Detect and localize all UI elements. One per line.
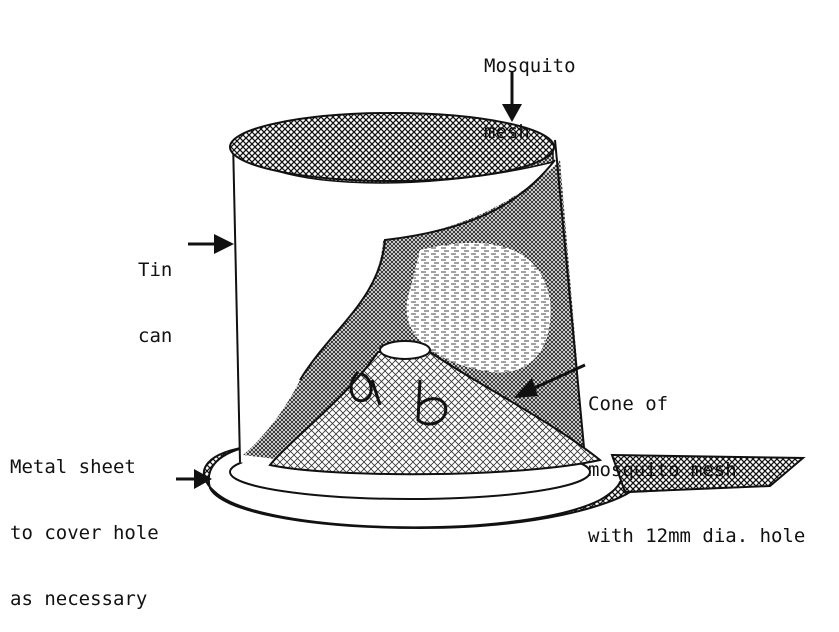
- label-cone: Cone of mosquito mesh with 12mm dia. hol…: [588, 349, 805, 569]
- cone-hole: [380, 341, 430, 359]
- label-mosquito-mesh: Mosquito mesh: [484, 11, 576, 165]
- arrow-tin-can: [188, 234, 234, 254]
- label-tin-can: Tin can: [138, 215, 172, 369]
- label-metal-sheet: Metal sheet to cover hole as necessary: [10, 412, 159, 632]
